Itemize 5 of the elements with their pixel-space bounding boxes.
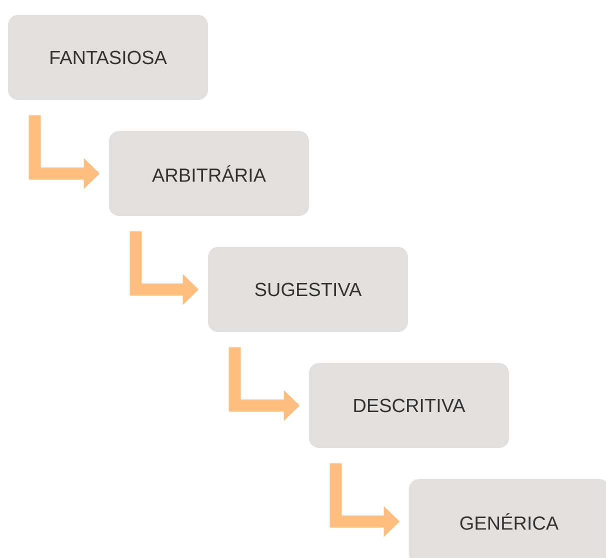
label-box: GENÉRICA <box>409 479 606 558</box>
label-box: SUGESTIVA <box>208 247 408 332</box>
label-box: FANTASIOSA <box>8 15 208 100</box>
label-box: ARBITRÁRIA <box>109 131 309 216</box>
label-box: DESCRITIVA <box>309 363 509 448</box>
